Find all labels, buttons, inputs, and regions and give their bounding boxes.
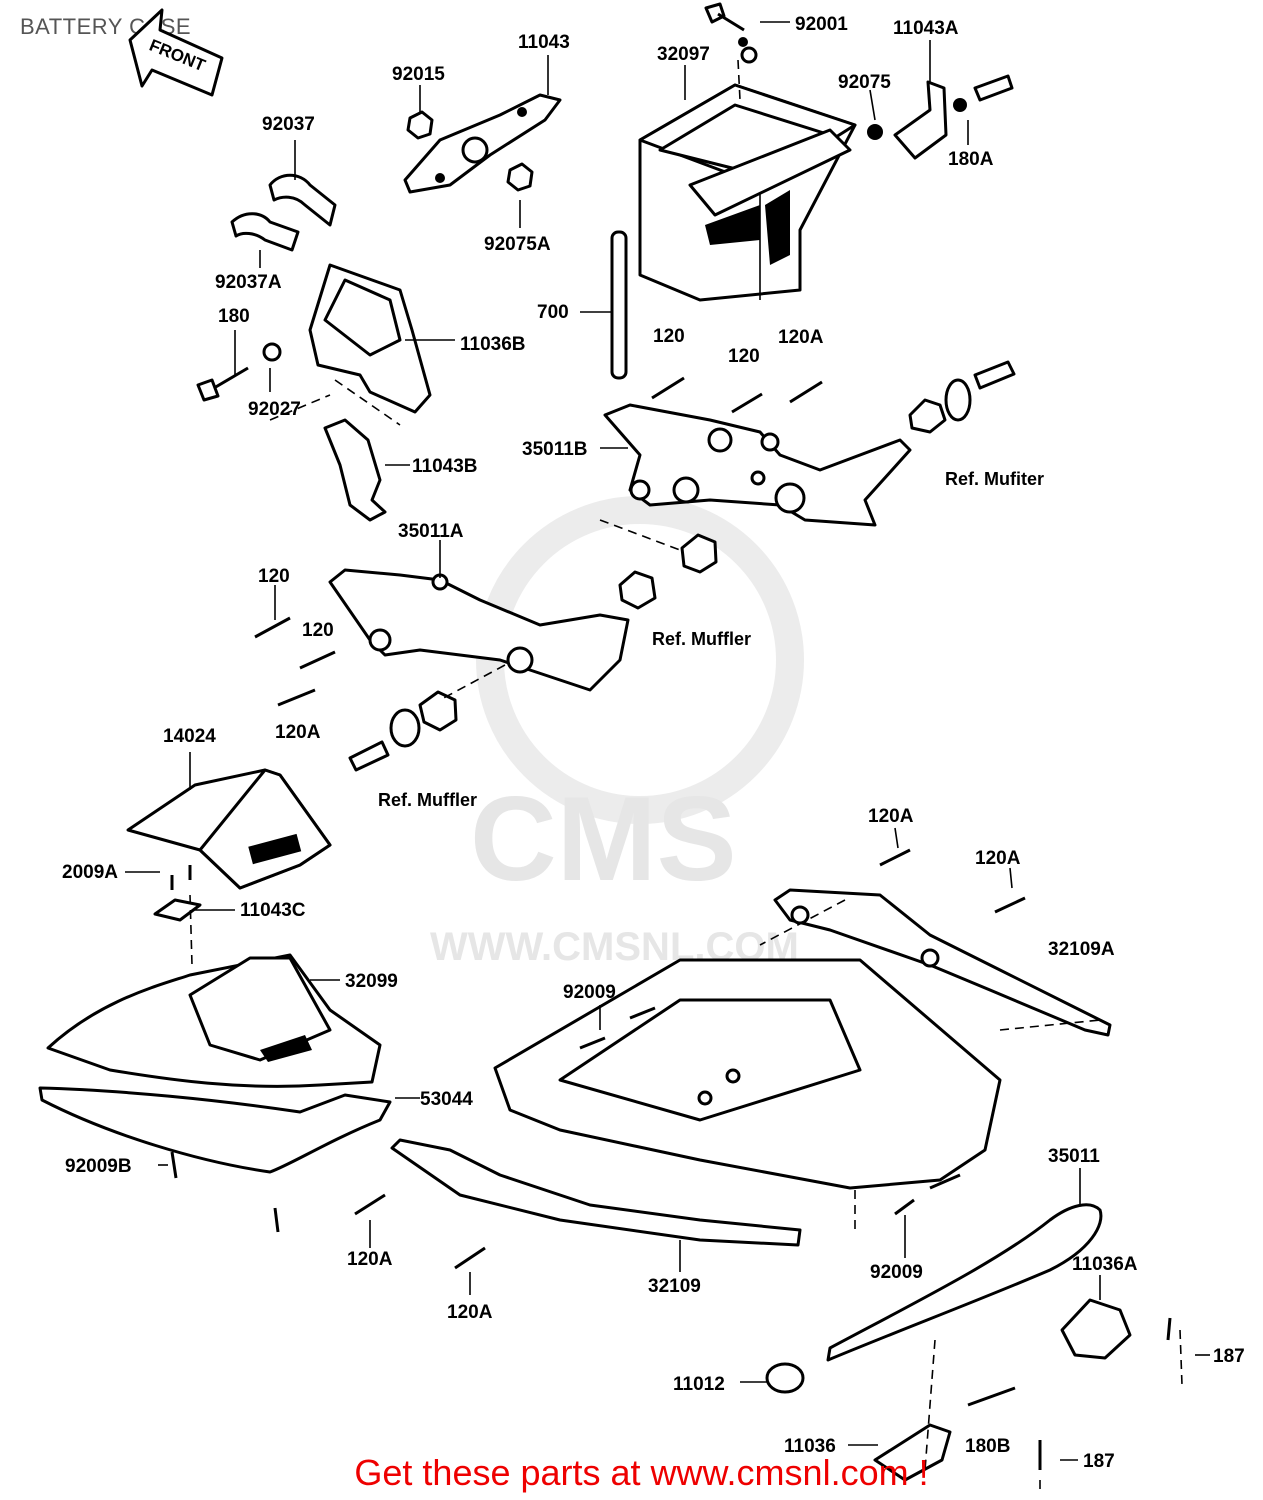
tail-cowl <box>493 958 1002 1190</box>
ref-muffler-upper: Ref. Mufiter <box>945 469 1044 489</box>
label-11043B: 11043B <box>412 456 478 477</box>
screws-2009A <box>170 865 192 890</box>
label-32097: 32097 <box>657 44 710 65</box>
watermark: CMS WWW.CMSNL.COM <box>430 496 804 969</box>
label-92001: 92001 <box>795 14 848 35</box>
bolt-180 <box>196 342 282 402</box>
label-35011A: 35011A <box>398 521 464 542</box>
screws-misc <box>354 848 1172 1470</box>
label-92009-lower: 92009 <box>870 1262 923 1283</box>
label-180: 180 <box>218 306 250 327</box>
label-120A-lower-b: 120A <box>447 1302 493 1323</box>
label-180B: 180B <box>965 1436 1010 1457</box>
label-187-upper: 187 <box>1213 1346 1245 1367</box>
holder-11036B <box>308 263 432 414</box>
bracket-11043B <box>323 418 387 522</box>
label-92009-upper: 92009 <box>563 982 616 1003</box>
label-180A: 180A <box>948 149 994 170</box>
label-11012: 11012 <box>673 1374 725 1395</box>
label-120A-upper: 120A <box>778 327 824 348</box>
muffler-mount-lower <box>348 690 458 772</box>
label-32109A: 32109A <box>1048 939 1115 960</box>
label-35011: 35011 <box>1048 1146 1100 1167</box>
screws-92009B <box>170 1151 280 1233</box>
rail-35011 <box>826 1203 1103 1362</box>
bracket-35011A <box>328 568 630 692</box>
label-11036: 11036 <box>784 1436 836 1457</box>
nut-92075A <box>506 162 534 192</box>
seat-frame-32099 <box>46 953 382 1088</box>
nut-92015 <box>406 110 434 140</box>
watermark-logo-text: CMS <box>470 772 737 906</box>
bolt-92001 <box>704 2 758 64</box>
part-labels: 92001 11043 92015 32097 11043A 92075 180… <box>62 14 1245 1472</box>
cover-14024 <box>126 768 332 890</box>
footer-link[interactable]: Get these parts at www.cmsnl.com ! <box>0 1452 1263 1494</box>
label-92037A: 92037A <box>215 272 282 293</box>
muffler-mount-middle <box>618 533 718 610</box>
label-92015: 92015 <box>392 64 445 85</box>
label-11043A: 11043A <box>893 18 959 39</box>
clamp-92037 <box>268 173 337 227</box>
rail-32109A <box>773 888 1112 1037</box>
leader-lines <box>125 21 1210 1461</box>
label-11036B: 11036B <box>460 334 526 355</box>
label-32109: 32109 <box>648 1276 701 1297</box>
bolts-120-upper <box>651 376 823 414</box>
label-120-upper-b: 120 <box>728 346 760 367</box>
label-92009B: 92009B <box>65 1156 132 1177</box>
label-32099: 32099 <box>345 971 398 992</box>
bracket-11036 <box>873 1423 952 1482</box>
rod-700 <box>610 230 628 380</box>
muffler-mount-upper <box>908 360 1016 434</box>
clamp-92037A <box>230 212 300 252</box>
label-92037: 92037 <box>262 114 315 135</box>
label-120A-lower-a: 120A <box>347 1249 393 1270</box>
label-92075: 92075 <box>838 72 891 93</box>
label-120A-tail-b: 120A <box>975 848 1021 869</box>
reference-labels: Ref. Mufiter Ref. Muffler Ref. Muffler <box>378 469 1044 810</box>
battery-case <box>638 83 857 302</box>
label-53044: 53044 <box>420 1089 473 1110</box>
front-arrow-icon: FRONT <box>128 8 224 97</box>
label-120-middle-b: 120 <box>302 620 334 641</box>
bracket-11043A <box>867 74 1014 160</box>
bolts-120-middle <box>254 616 336 707</box>
label-11043: 11043 <box>518 32 570 53</box>
label-92027: 92027 <box>248 399 301 420</box>
label-35011B: 35011B <box>522 439 588 460</box>
bracket-35011B <box>603 403 912 527</box>
holder-11036A <box>1060 1298 1132 1360</box>
label-187-lower: 187 <box>1083 1451 1115 1472</box>
label-120A-tail-a: 120A <box>868 806 914 827</box>
label-2009A: 2009A <box>62 862 118 883</box>
ref-muffler-lower: Ref. Muffler <box>378 790 477 810</box>
assembly-dashed-lines <box>189 59 1183 1495</box>
collar-11012 <box>765 1362 805 1394</box>
bracket-11043C <box>153 898 202 922</box>
label-11043C: 11043C <box>240 900 306 921</box>
footer-link-text[interactable]: Get these parts at www.cmsnl.com ! <box>354 1452 929 1493</box>
seal-53044 <box>38 1086 392 1174</box>
bracket-11043 <box>403 93 562 194</box>
label-11036A: 11036A <box>1072 1254 1138 1275</box>
label-120-upper-a: 120 <box>653 326 685 347</box>
label-700: 700 <box>537 302 569 323</box>
rail-32109 <box>390 1138 802 1247</box>
label-120-middle-a: 120 <box>258 566 290 587</box>
label-14024: 14024 <box>163 726 216 747</box>
label-120A-middle: 120A <box>275 722 321 743</box>
ref-muffler-middle: Ref. Muffler <box>652 629 751 649</box>
label-92075A: 92075A <box>484 234 551 255</box>
